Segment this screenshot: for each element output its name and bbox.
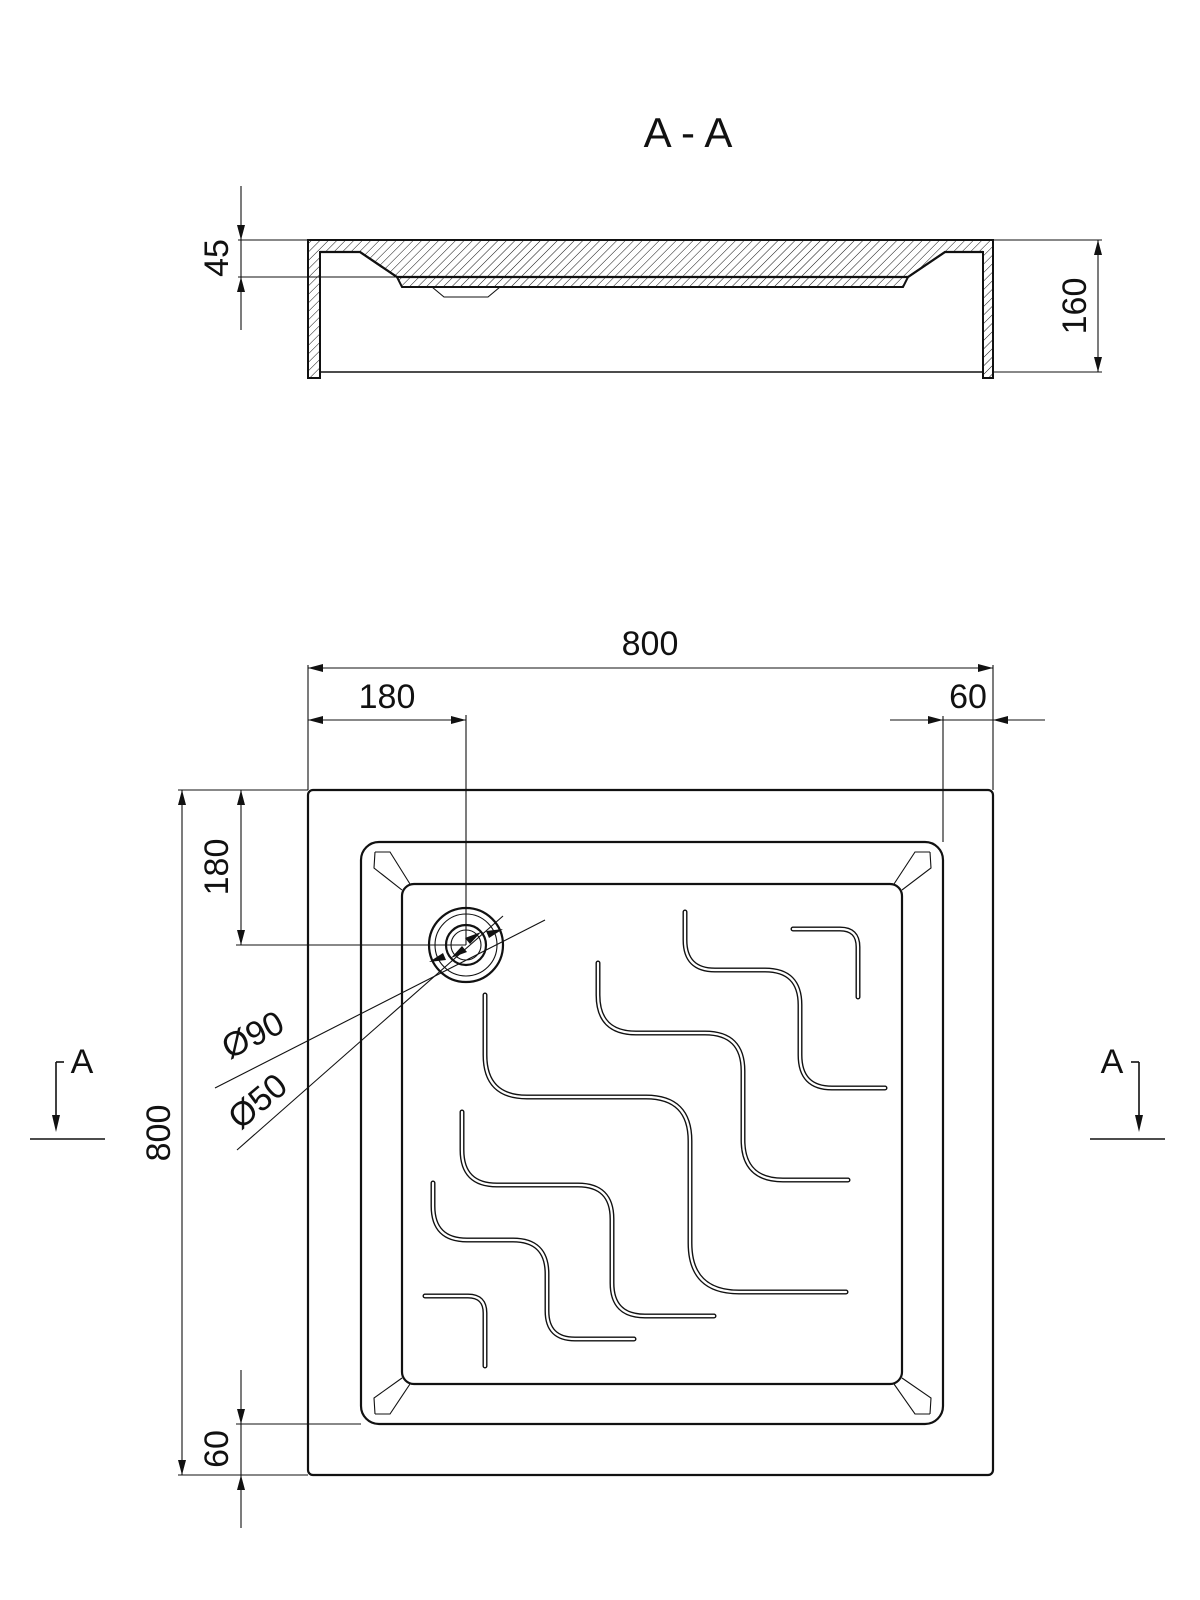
arrow-45-bottom <box>237 277 245 292</box>
slope-corner-bottom-right <box>893 1377 932 1415</box>
arrow-800h-bottom <box>178 1460 186 1475</box>
arrow-800h-top <box>178 790 186 805</box>
dim-drain-outer: Ø90 <box>216 1004 291 1067</box>
slope-corner-top-left <box>373 851 411 891</box>
dim-drain-y: 180 <box>198 839 236 896</box>
arrow-drain-inner-2 <box>451 946 467 958</box>
dim-total-height: 160 <box>1056 278 1094 335</box>
cut-label-left: A <box>71 1043 94 1081</box>
slope-corner-bottom-left <box>373 1377 411 1415</box>
arrow-60-bottom-b <box>237 1475 245 1490</box>
leader-drain-outer <box>214 919 546 1089</box>
tray-outer-edge <box>306 788 995 1477</box>
dim-bottom-margin: 60 <box>198 1430 236 1468</box>
section-drain-sump <box>431 286 501 298</box>
arrow-drain-x-left <box>308 716 323 724</box>
cut-label-right: A <box>1101 1043 1124 1081</box>
arrow-45-top <box>237 225 245 240</box>
arrow-800w-left <box>308 664 323 672</box>
cut-marker-left: A <box>30 1043 105 1140</box>
dim-drain-x: 180 <box>359 678 416 716</box>
dim-right-margin: 60 <box>949 678 987 716</box>
section-hatch-floor <box>320 240 983 287</box>
arrow-60-right-b <box>993 716 1008 724</box>
arrow-160-top <box>1094 240 1102 255</box>
slope-corner-top-right <box>893 851 932 891</box>
basin-edge <box>359 840 945 1426</box>
arrow-drain-x-right <box>451 716 466 724</box>
section-title: A - A <box>644 109 733 156</box>
arrow-drain-outer <box>486 929 503 938</box>
arrow-drain-y-top <box>237 790 245 805</box>
dim-width: 800 <box>622 625 679 663</box>
arrow-drain-y-bottom <box>237 930 245 945</box>
arrow-drain-inner <box>465 932 481 944</box>
arrow-800w-right <box>978 664 993 672</box>
dim-height: 800 <box>140 1105 178 1162</box>
arrow-160-bottom <box>1094 357 1102 372</box>
section-view: A - A 45 160 <box>198 109 1102 379</box>
basin-floor <box>400 882 904 1386</box>
section-hatch-rim-left <box>308 240 320 378</box>
arrow-60-right-a <box>928 716 943 724</box>
plan-view: 800 180 60 800 180 60 <box>30 625 1165 1528</box>
section-hatch-rim-right <box>983 240 993 378</box>
dim-rim-depth: 45 <box>198 239 236 277</box>
dim-drain-inner: Ø50 <box>221 1066 295 1136</box>
section-floor-top <box>320 250 983 279</box>
anti-slip-grooves-inner <box>423 910 887 1368</box>
anti-slip-grooves <box>422 909 888 1369</box>
cut-marker-right: A <box>1090 1043 1165 1140</box>
arrow-drain-outer-2 <box>429 953 446 962</box>
arrow-60-bottom-a <box>237 1409 245 1424</box>
